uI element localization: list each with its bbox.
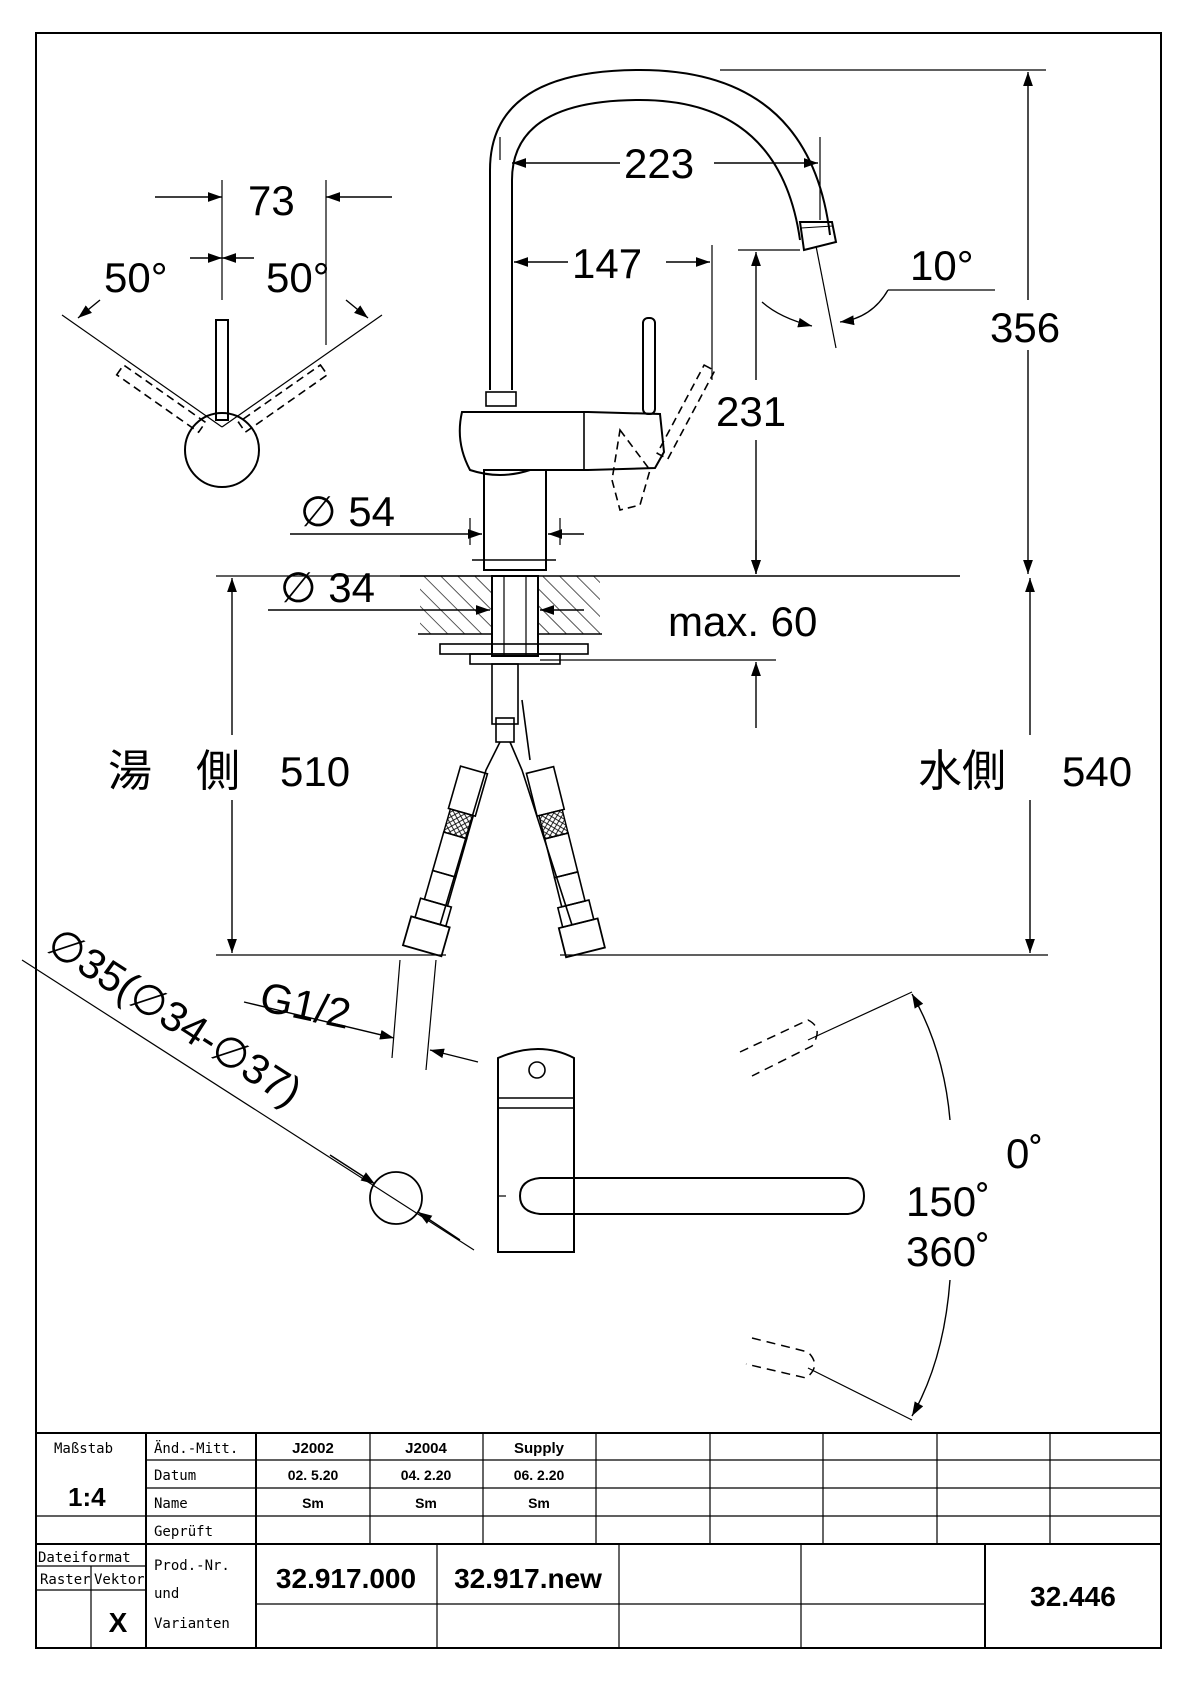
prod-nr-label: Prod.-Nr.	[154, 1558, 230, 1574]
lever-spacing-label: 73	[248, 177, 295, 224]
raster-label: Raster	[40, 1572, 91, 1588]
hot-side-length-label: 510	[280, 748, 350, 795]
shank-diameter-label: ∅ 34	[280, 564, 375, 611]
revision-code: Supply	[514, 1440, 565, 1457]
faucet-top-view: 0˚ 150˚ 360˚	[497, 991, 1043, 1421]
faucet-side-view: 223 147 10° 231 356 ∅ 54 ∅ 34	[108, 68, 1132, 1071]
max-deck-label: max. 60	[668, 598, 817, 645]
change-notice-label: Änd.-Mitt.	[154, 1439, 238, 1457]
rotation-0-label: 0˚	[1006, 1130, 1043, 1177]
revision-code: J2004	[405, 1440, 447, 1457]
checked-label: Geprüft	[154, 1524, 213, 1540]
revision-code: J2002	[292, 1440, 334, 1457]
drawing-number: 32.446	[1030, 1581, 1116, 1612]
und-label: und	[154, 1586, 179, 1602]
revision-name: Sm	[415, 1495, 437, 1511]
spout-tilt-label: 10°	[910, 242, 974, 289]
revision-name: Sm	[302, 1495, 324, 1511]
varianten-label: Varianten	[154, 1616, 230, 1632]
spout-offset-label: 147	[572, 240, 642, 287]
revision-date: 02. 5.20	[288, 1467, 339, 1483]
hot-side-label: 湯 側	[108, 747, 240, 796]
base-diameter-label: ∅ 54	[300, 488, 395, 535]
lever-top-view: 73 50° 50°	[61, 177, 392, 488]
file-format-label: Dateiformat	[38, 1550, 131, 1566]
rotation-150-label: 150˚	[906, 1178, 990, 1225]
hole-diameter-view: ∅35(∅34-∅37)	[21, 918, 475, 1251]
date-label: Datum	[154, 1468, 196, 1484]
spout-reach-label: 223	[624, 140, 694, 187]
cold-side-label: 水側	[918, 747, 1006, 796]
cold-side-length-label: 540	[1062, 748, 1132, 795]
rotation-360-label: 360˚	[906, 1228, 990, 1275]
spout-height-label: 231	[716, 388, 786, 435]
lever-angle-left-label: 50°	[104, 254, 168, 301]
revision-date: 06. 2.20	[514, 1467, 565, 1483]
title-block: Maßstab 1:4 Änd.-Mitt. Datum Name Geprüf…	[36, 1432, 1161, 1648]
vektor-mark: X	[109, 1607, 128, 1638]
product-number: 32.917.000	[276, 1563, 416, 1594]
total-height-label: 356	[990, 304, 1060, 351]
thread-label: G1/2	[256, 973, 355, 1038]
revision-name: Sm	[528, 1495, 550, 1511]
name-label: Name	[154, 1496, 188, 1512]
drawing-border	[35, 32, 1162, 1649]
lever-angle-right-label: 50°	[266, 254, 330, 301]
revision-date: 04. 2.20	[401, 1467, 452, 1483]
scale-label: Maßstab	[54, 1441, 113, 1457]
vektor-label: Vektor	[94, 1572, 145, 1588]
product-number-variant: 32.917.new	[454, 1563, 602, 1594]
scale-value: 1:4	[68, 1482, 106, 1512]
